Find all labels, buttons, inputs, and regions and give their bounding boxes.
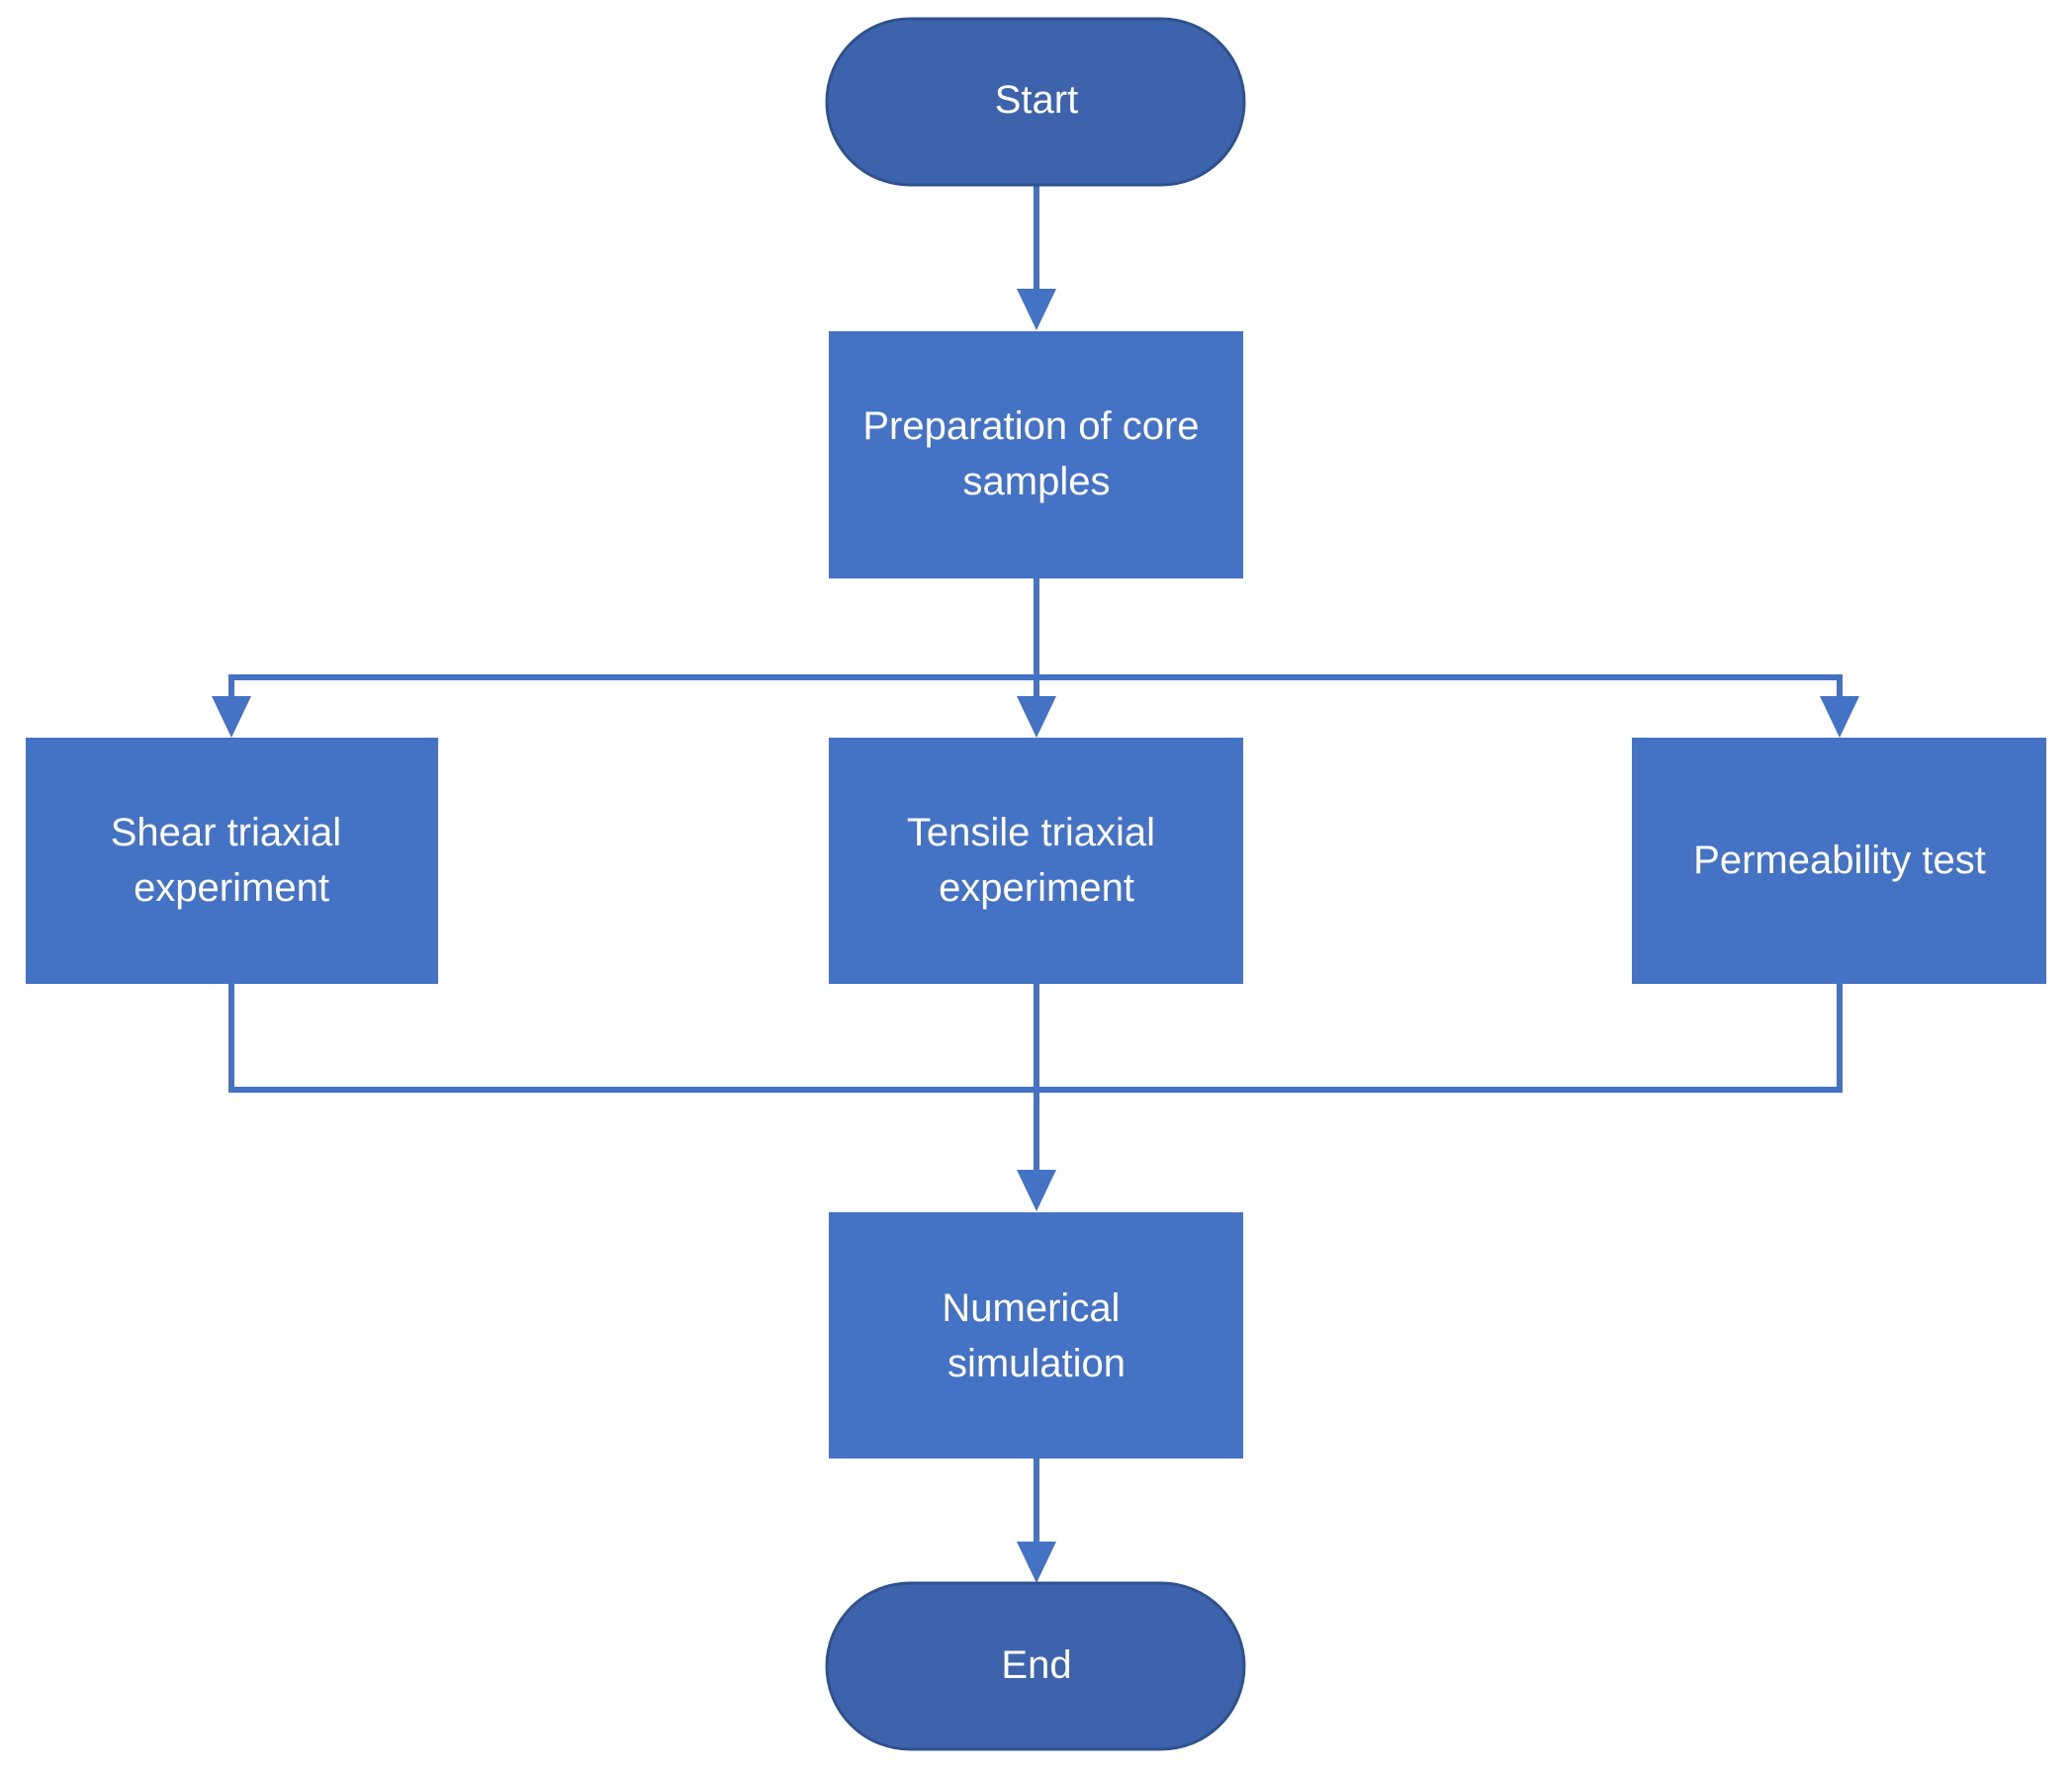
node-shear-line-1: Shear triaxial: [111, 811, 341, 854]
node-numerical: Numerical simulation: [829, 1212, 1243, 1459]
arrowhead-preparation: [1017, 289, 1056, 330]
arrowhead-permeability: [1820, 696, 1859, 738]
terminal-shape-end: [825, 1581, 1246, 1751]
arrowhead-tensile: [1017, 696, 1056, 738]
node-preparation-line-1: Preparation of core: [862, 404, 1199, 448]
node-numerical-line-1: Numerical: [942, 1286, 1120, 1330]
node-shear-line-2: experiment: [134, 866, 329, 910]
node-start-line-1: Start: [995, 78, 1078, 122]
node-preparation: Preparation of core samples: [829, 331, 1243, 578]
node-end: End: [825, 1581, 1246, 1751]
process-shape-permeability: [1632, 738, 2046, 984]
node-permeability-label: Permeability test: [1693, 839, 1986, 882]
node-end-line-1: End: [1001, 1643, 1071, 1687]
node-shear: Shear triaxial experiment: [26, 738, 438, 984]
edge-shear-to-merge: [228, 984, 1036, 1093]
connectors: [228, 185, 1843, 1546]
node-tensile-line-2: experiment: [939, 866, 1134, 910]
arrowhead-numerical: [1017, 1170, 1056, 1211]
process-shape-shear: [26, 738, 438, 984]
node-shear-label: Shear triaxial experiment: [111, 811, 353, 910]
arrowhead-shear: [212, 696, 251, 738]
node-preparation-line-2: samples: [963, 460, 1111, 503]
node-numerical-line-2: simulation: [947, 1342, 1126, 1385]
node-start-label: Start: [995, 78, 1078, 122]
node-permeability-line-1: Permeability test: [1693, 839, 1986, 882]
node-tensile: Tensile triaxial experiment: [829, 738, 1243, 984]
arrowheads: [212, 289, 1859, 1583]
node-tensile-line-1: Tensile triaxial: [907, 811, 1155, 854]
edge-permeability-to-merge: [1036, 984, 1843, 1093]
process-shape-preparation: [829, 331, 1243, 578]
node-tensile-label: Tensile triaxial experiment: [907, 811, 1166, 910]
node-numerical-label: Numerical simulation: [942, 1286, 1130, 1385]
process-shape-numerical: [829, 1212, 1243, 1459]
node-preparation-label: Preparation of core samples: [862, 404, 1210, 503]
arrowhead-end: [1017, 1542, 1056, 1583]
process-shape-tensile: [829, 738, 1243, 984]
node-start: Start: [825, 17, 1246, 187]
terminal-shape-start: [825, 17, 1246, 187]
node-permeability: Permeability test: [1632, 738, 2046, 984]
node-end-label: End: [1001, 1643, 1071, 1687]
